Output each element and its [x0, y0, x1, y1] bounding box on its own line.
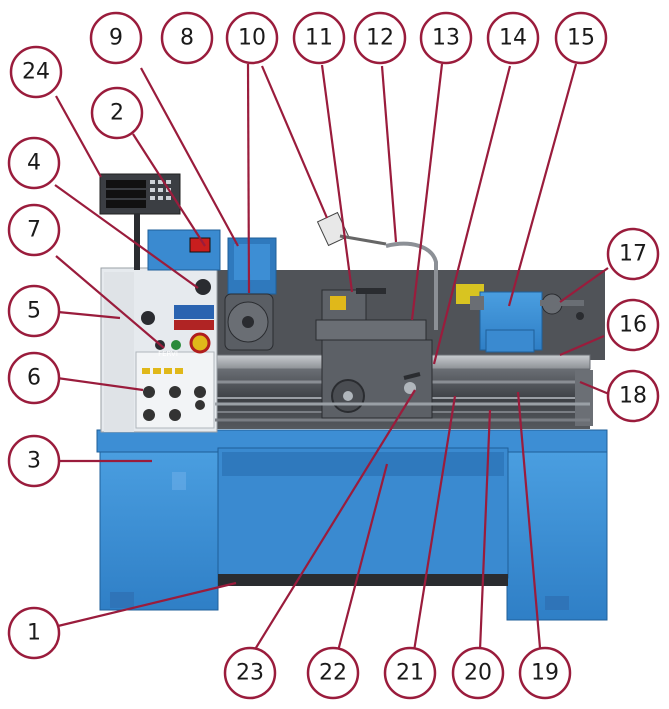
- leader-lines: [54, 63, 610, 652]
- callout-4: 4: [7, 136, 61, 190]
- leader-4: [54, 184, 199, 289]
- svg-text:2: 2: [110, 101, 124, 126]
- callout-labels: 1 2 3 4 5 6 7 8 9 10 11 12 13 14 15 16 1…: [7, 11, 660, 700]
- leader-16: [559, 334, 605, 357]
- leader-15: [507, 63, 578, 307]
- leader-9: [140, 67, 239, 247]
- leader-18: [579, 380, 610, 396]
- leader-13: [410, 63, 444, 321]
- callout-2: 2: [90, 86, 144, 140]
- callout-18: 18: [606, 369, 660, 423]
- leader-7: [55, 255, 165, 349]
- callout-14: 14: [486, 11, 540, 65]
- svg-text:5: 5: [27, 299, 41, 324]
- svg-text:10: 10: [238, 26, 266, 51]
- svg-text:15: 15: [567, 26, 595, 51]
- svg-text:23: 23: [236, 661, 264, 686]
- svg-text:11: 11: [305, 26, 333, 51]
- svg-text:3: 3: [27, 449, 41, 474]
- gear-lever-knob: [195, 279, 211, 295]
- svg-text:8: 8: [180, 26, 194, 51]
- svg-text:13: 13: [432, 26, 460, 51]
- callout-5: 5: [7, 284, 61, 338]
- leader-19: [516, 391, 542, 649]
- leader-12: [380, 65, 398, 243]
- svg-text:24: 24: [22, 60, 50, 85]
- callout-8: 8: [160, 11, 214, 65]
- apron: [321, 339, 433, 419]
- svg-text:21: 21: [396, 661, 424, 686]
- leader-22: [336, 463, 389, 652]
- leader-2: [132, 133, 206, 247]
- callout-15: 15: [554, 11, 608, 65]
- callout-23: 23: [223, 646, 277, 700]
- svg-text:7: 7: [27, 218, 41, 243]
- svg-text:9: 9: [109, 26, 123, 51]
- leader-11: [320, 64, 354, 293]
- leader-10: [260, 65, 329, 219]
- svg-text:6: 6: [27, 366, 41, 391]
- callout-22: 22: [306, 646, 360, 700]
- headstock: FERVI: [100, 267, 218, 433]
- leader-14: [432, 65, 512, 365]
- svg-text:16: 16: [619, 313, 647, 338]
- leader-23: [253, 389, 416, 652]
- svg-text:20: 20: [464, 661, 492, 686]
- callout-17: 17: [606, 227, 660, 281]
- svg-text:17: 17: [619, 242, 647, 267]
- callout-21: 21: [383, 646, 437, 700]
- callout-7: 7: [7, 203, 61, 257]
- leader-5: [57, 310, 121, 320]
- callout-16: 16: [606, 298, 660, 352]
- leader-24: [55, 95, 102, 178]
- chuck: [224, 293, 274, 351]
- callout-6: 6: [7, 351, 61, 405]
- callout-3: 3: [7, 434, 61, 488]
- callout-20: 20: [451, 646, 505, 700]
- leader-1: [57, 581, 237, 628]
- callout-12: 12: [353, 11, 407, 65]
- svg-text:19: 19: [531, 661, 559, 686]
- svg-text:4: 4: [27, 151, 41, 176]
- svg-text:1: 1: [27, 621, 41, 646]
- callout-1: 1: [7, 606, 61, 660]
- leader-6: [56, 376, 144, 392]
- leader-8: [246, 63, 251, 294]
- lathe-machine: FERVI: [96, 173, 608, 621]
- svg-text:18: 18: [619, 384, 647, 409]
- callout-19: 19: [518, 646, 572, 700]
- dro-display: [99, 173, 181, 270]
- leader-20: [478, 409, 492, 651]
- callout-10: 10: [225, 11, 279, 65]
- tailstock: [470, 291, 584, 353]
- leader-21: [412, 395, 457, 652]
- callout-24: 24: [9, 45, 63, 99]
- svg-text:12: 12: [366, 26, 394, 51]
- callout-13: 13: [419, 11, 473, 65]
- callout-11: 11: [292, 11, 346, 65]
- svg-text:22: 22: [319, 661, 347, 686]
- leader-17: [559, 267, 609, 303]
- svg-text:14: 14: [499, 26, 527, 51]
- brand-mark: FERVI: [158, 350, 178, 358]
- callout-9: 9: [89, 11, 143, 65]
